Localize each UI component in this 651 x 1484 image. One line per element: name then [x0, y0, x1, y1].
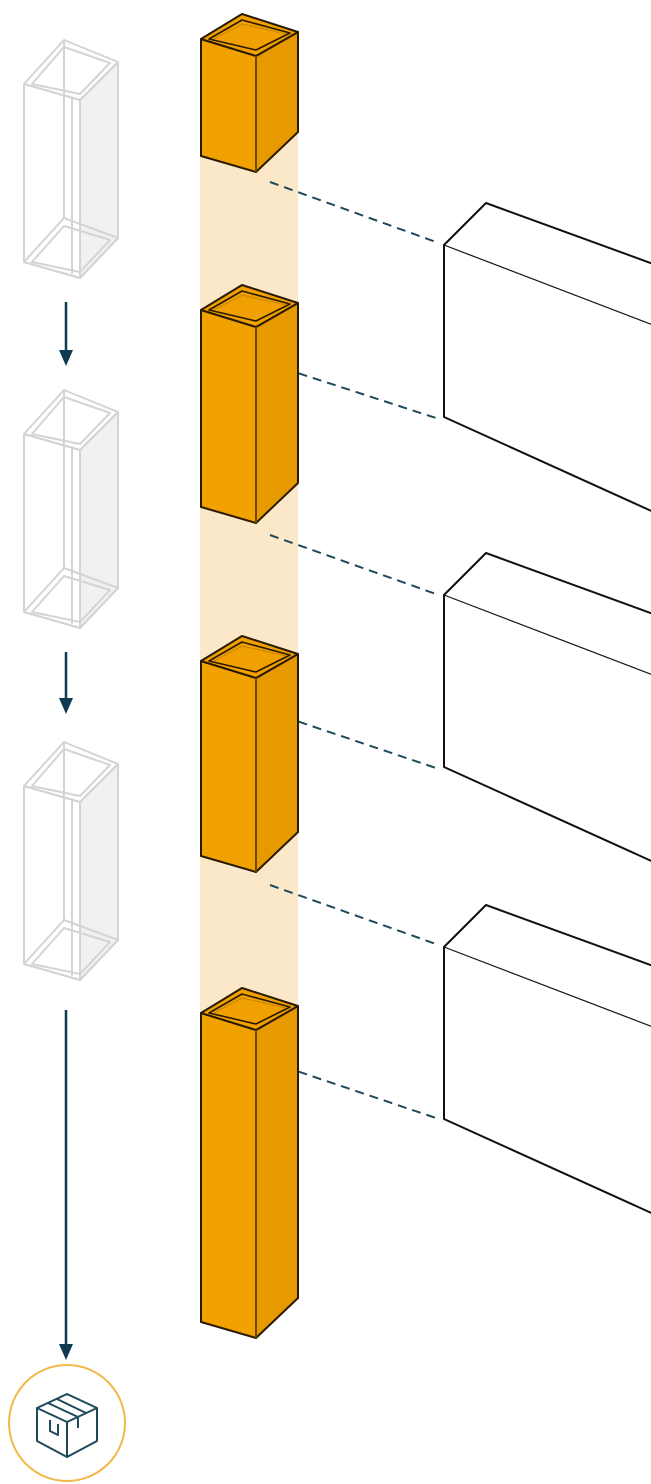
output-badge — [8, 1364, 126, 1482]
orange-tube — [200, 13, 299, 173]
panel-group — [443, 202, 651, 1214]
orange-tube — [200, 284, 299, 524]
arrow-down-icon — [59, 302, 73, 366]
ghost-tube-group — [23, 39, 119, 981]
panel-box — [443, 202, 651, 512]
tube-group — [200, 13, 299, 1339]
arrow-down-icon — [59, 652, 73, 714]
panel-box — [443, 904, 651, 1214]
panel-box — [443, 552, 651, 862]
orange-tube — [200, 987, 299, 1339]
orange-tube — [200, 635, 299, 873]
ghost-tube — [23, 389, 119, 629]
ghost-tube — [23, 39, 119, 279]
arrow-down-icon — [59, 1010, 73, 1360]
package-box-icon — [36, 1393, 98, 1458]
ghost-tube — [23, 741, 119, 981]
